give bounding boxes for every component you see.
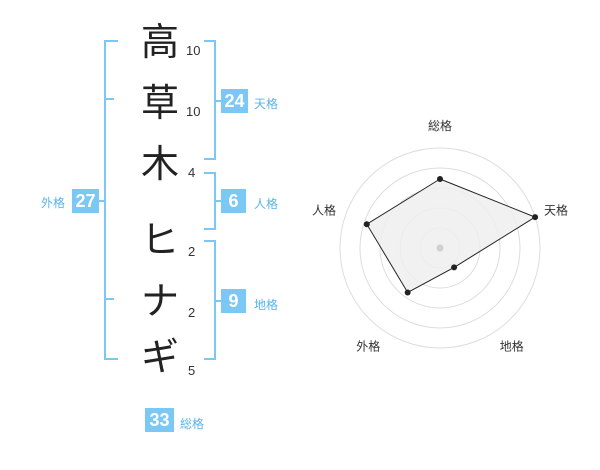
name-char-4: ヒ (140, 218, 179, 262)
stroke-count-1: 10 (186, 43, 201, 58)
radar-axis-label: 総格 (428, 118, 452, 133)
radar-axis-label: 外格 (356, 339, 380, 354)
radar-ring (359, 167, 521, 329)
stroke-count-5: 2 (188, 305, 196, 320)
chikaku-label: 地格 (254, 298, 279, 312)
radar-polygon (366, 178, 537, 294)
radar-axis-label: 地格 (500, 339, 524, 354)
radar-center-dot (436, 244, 444, 252)
name-char-6: ギ (140, 335, 179, 379)
radar-axis-label: 天格 (544, 202, 568, 217)
stroke-count-6: 5 (188, 363, 196, 378)
stroke-count-3: 4 (188, 165, 196, 180)
name-char-2: 草 (140, 81, 179, 125)
radar-point (451, 264, 458, 271)
jinkaku-label: 人格 (254, 197, 279, 211)
gaikaku-badge: 27 (72, 189, 99, 213)
soukaku-label: 総格 (180, 417, 205, 431)
chikaku-badge: 9 (221, 289, 246, 313)
radar-point (404, 289, 411, 296)
tenkaku-badge: 24 (221, 89, 248, 113)
radar-axis-label: 人格 (312, 202, 336, 217)
radar-point (363, 221, 370, 228)
name-char-3: 木 (140, 142, 179, 186)
name-char-5: ナ (140, 279, 179, 323)
soukaku-badge: 33 (145, 408, 174, 432)
name-char-1: 高 (140, 20, 179, 64)
radar-point (437, 176, 443, 182)
stroke-count-4: 2 (188, 244, 196, 259)
gaikaku-label: 外格 (41, 196, 66, 210)
radar-point (532, 214, 539, 221)
stroke-count-2: 10 (186, 104, 201, 119)
jinkaku-badge: 6 (221, 189, 246, 213)
tenkaku-label: 天格 (254, 97, 279, 111)
radar-ring (339, 147, 541, 349)
